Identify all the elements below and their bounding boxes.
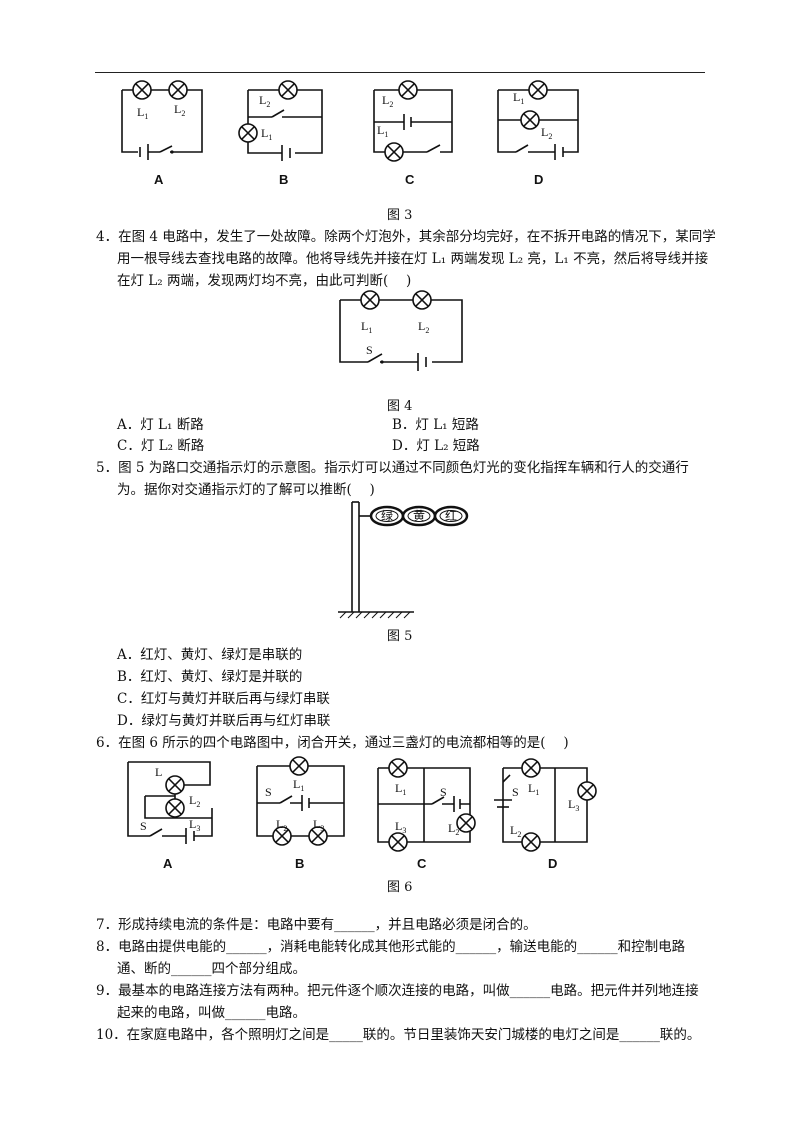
svg-text:L1: L1 [377, 123, 388, 139]
figure-5-traffic-light: 绿 黄 红 [338, 501, 469, 619]
svg-text:L2: L2 [276, 817, 287, 833]
circuit-3a: L1 L2 A [121, 80, 203, 187]
circuit-6b: L1 S L2 L3 B [256, 756, 345, 871]
circuit-6d: S L1 L3 L2 D [494, 758, 597, 871]
fig6-label-a: A [163, 856, 173, 871]
fig6-label-d: D [548, 856, 557, 871]
figure-5-caption: 图 5 [387, 629, 413, 644]
fig6-label-b: B [295, 856, 304, 871]
q8-text-line1: 8．电路由提供电能的______，消耗电能转化成其他形式能的______，输送电… [96, 939, 686, 955]
lamp-green-label: 绿 [381, 508, 393, 523]
figure-4-circuit: L1 L2 S [339, 290, 463, 371]
q4-text-line2: 用一根导线去查找电路的故障。他将导线先并接在灯 L₁ 两端发现 L₂ 亮，L₁ … [117, 251, 709, 267]
svg-text:L2: L2 [189, 793, 200, 809]
svg-text:L2: L2 [448, 821, 459, 837]
figure-3-circuits: L1 L2 A L2 L1 B L2 L1 C L1 L [121, 80, 579, 187]
svg-text:L: L [155, 765, 162, 779]
traffic-lamps: 绿 黄 红 [369, 505, 469, 527]
svg-text:L1: L1 [528, 781, 539, 797]
svg-text:L3: L3 [395, 819, 406, 835]
fig6-label-c: C [417, 856, 427, 871]
svg-text:L1: L1 [513, 90, 524, 106]
lamp-yellow-label: 黄 [413, 509, 425, 523]
fig3-label-a: A [154, 172, 164, 187]
svg-text:L1: L1 [361, 319, 372, 335]
circuit-3b: L2 L1 B [238, 80, 323, 187]
q9-text-line2: 起来的电路，叫做______电路。 [117, 1005, 306, 1021]
svg-text:L2: L2 [418, 319, 429, 335]
svg-text:S: S [265, 785, 272, 799]
figure-4-caption: 图 4 [387, 399, 413, 414]
svg-text:L2: L2 [174, 102, 185, 118]
q10-text: 10．在家庭电路中，各个照明灯之间是_____联的。节日里装饰天安门城楼的电灯之… [96, 1027, 701, 1043]
svg-text:L3: L3 [568, 797, 579, 813]
q4-option-c[interactable]: C．灯 L₂ 断路 [117, 438, 205, 454]
header-rule [95, 72, 705, 73]
q6-text-line1: 6．在图 6 所示的四个电路图中，闭合开关，通过三盏灯的电流都相等的是( ) [96, 735, 569, 751]
fig4-switch-label: S [366, 343, 373, 357]
q5-option-c[interactable]: C．红灯与黄灯并联后再与绿灯串联 [117, 691, 330, 707]
fig3-label-d: D [534, 172, 543, 187]
q4-option-a[interactable]: A．灯 L₁ 断路 [117, 417, 204, 433]
q5-text-line1: 5．图 5 为路口交通指示灯的示意图。指示灯可以通过不同颜色灯光的变化指挥车辆和… [96, 460, 689, 476]
q5-option-b[interactable]: B．红灯、黄灯、绿灯是并联的 [117, 669, 303, 685]
svg-text:S: S [440, 785, 447, 799]
svg-text:L1: L1 [137, 105, 148, 121]
svg-text:L3: L3 [189, 817, 200, 833]
figure-3-caption: 图 3 [387, 208, 413, 223]
svg-text:S: S [140, 819, 147, 833]
q4-text-line1: 4．在图 4 电路中，发生了一处故障。除两个灯泡外，其余部分均完好，在不拆开电路… [96, 229, 716, 245]
circuit-6a: L L2 L3 S A [127, 761, 213, 871]
q5-option-a[interactable]: A．红灯、黄灯、绿灯是串联的 [117, 647, 303, 663]
q7-text: 7．形成持续电流的条件是：电路中要有______，并且电路必须是闭合的。 [96, 917, 537, 933]
figure-6-circuits: L L2 L3 S A L1 S L2 L3 B L1 L3 S L2 C [127, 756, 597, 871]
q9-text-line1: 9．最基本的电路连接方法有两种。把元件逐个顺次连接的电路，叫做______电路。… [96, 983, 699, 999]
svg-text:L2: L2 [510, 823, 521, 839]
svg-text:L2: L2 [259, 93, 270, 109]
svg-text:L1: L1 [261, 126, 272, 142]
q5-text-line2: 为。据你对交通指示灯的了解可以推断( ) [117, 482, 375, 498]
q4-option-b[interactable]: B．灯 L₁ 短路 [392, 417, 479, 433]
q8-text-line2: 通、断的______四个部分组成。 [117, 961, 306, 977]
svg-text:L2: L2 [382, 93, 393, 109]
figure-6-caption: 图 6 [387, 880, 413, 895]
q4-text-line3: 在灯 L₂ 两端，发现两灯均不亮，由此可判断( ) [117, 273, 412, 289]
lamp-red-label: 红 [445, 508, 457, 523]
svg-text:L2: L2 [541, 125, 552, 141]
circuit-6c: L1 L3 S L2 C [377, 758, 476, 871]
q5-option-d[interactable]: D．绿灯与黄灯并联后再与红灯串联 [117, 713, 331, 729]
svg-text:L3: L3 [313, 817, 324, 833]
svg-text:L1: L1 [293, 777, 304, 793]
svg-text:L1: L1 [395, 781, 406, 797]
fig3-label-c: C [405, 172, 415, 187]
svg-text:S: S [512, 785, 519, 799]
circuit-3d: L1 L2 D [497, 80, 579, 187]
circuit-3c: L2 L1 C [373, 80, 453, 187]
q4-option-d[interactable]: D．灯 L₂ 短路 [392, 438, 480, 454]
fig3-label-b: B [279, 172, 288, 187]
